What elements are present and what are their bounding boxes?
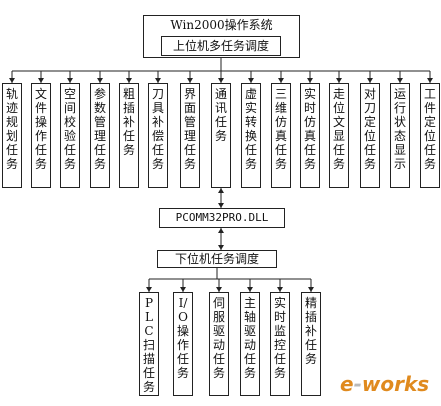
lower-bus-to-task-arrow — [216, 287, 222, 292]
bus-to-task-arrow — [38, 78, 44, 83]
bus-to-task-arrow — [155, 78, 161, 83]
upper-task-box: 运行状态显示 — [390, 83, 410, 188]
os-title: Win2000操作系统 — [170, 18, 273, 32]
bus-to-task-arrow — [218, 78, 224, 83]
lower-task-label: I/O操作 任务 — [176, 296, 189, 380]
bus-to-task-arrow — [248, 78, 254, 83]
upper-task-box: 刀具补偿任务 — [148, 83, 168, 188]
bus-to-task-arrow — [278, 78, 284, 83]
upper-task-box: 工件定位任务 — [420, 83, 440, 188]
lower-scheduler-label: 下位机任务调度 — [174, 252, 259, 266]
lower-task-box: I/O操作 任务 — [173, 292, 193, 396]
lower-task-box: 实时监控任务 — [270, 292, 290, 396]
dll-box — [159, 208, 285, 228]
upper-task-box: 参数管理任务 — [90, 83, 110, 188]
lower-task-box: PLC扫描 任务 — [139, 292, 159, 396]
bus-to-task-arrow — [126, 78, 132, 83]
upper-task-label: 运行状态显示 — [393, 87, 406, 171]
upper-task-label: 文件操作任务 — [34, 87, 47, 171]
lower-task-label: 伺服驱动任务 — [212, 296, 225, 380]
bus-to-task-arrow — [187, 78, 193, 83]
upper-task-label: 参数管理任务 — [93, 87, 106, 171]
bus-to-task-arrow — [367, 78, 373, 83]
lower-task-label: 实时监控任务 — [273, 296, 286, 380]
upper-task-box: 空间校验任务 — [60, 83, 80, 188]
lower-bus-to-task-arrow — [180, 287, 186, 292]
comm-to-dll-arrow — [218, 203, 224, 208]
upper-task-label: 刀具补偿任务 — [151, 87, 164, 171]
dll-to-comm-arrow — [218, 188, 224, 193]
upper-task-label: 实时仿真任务 — [303, 87, 316, 171]
lower-task-box: 精插补任务 — [301, 292, 321, 396]
lower-task-label: 主轴驱动任务 — [243, 296, 256, 380]
upper-task-label: 走位文显任务 — [332, 87, 345, 171]
upper-task-label: 三维仿真任务 — [274, 87, 287, 171]
lower-task-label: PLC扫描 任务 — [142, 296, 155, 394]
upper-scheduler-box — [161, 36, 281, 56]
upper-task-box: 文件操作任务 — [31, 83, 51, 188]
upper-task-label: 通讯 任务 — [214, 87, 227, 143]
lower-task-box: 伺服驱动任务 — [209, 292, 229, 396]
upper-task-box: 粗插补 任务 — [119, 83, 139, 188]
upper-task-label: 粗插补 任务 — [122, 87, 135, 157]
upper-task-box: 界面管理任务 — [180, 83, 200, 188]
lower-bus-to-task-arrow — [277, 287, 283, 292]
upper-task-label: 对刀定位任务 — [363, 87, 376, 171]
bus-to-task-arrow — [67, 78, 73, 83]
lower-task-label: 精插补任务 — [304, 296, 317, 366]
upper-task-box: 实时仿真任务 — [300, 83, 320, 188]
watermark-logo: e-works — [340, 372, 430, 396]
upper-task-box: 轨迹规划任务 — [2, 83, 22, 188]
bus-to-task-arrow — [397, 78, 403, 83]
upper-task-label: 虚实转换任务 — [244, 87, 257, 171]
lower-bus-to-task-arrow — [146, 287, 152, 292]
bus-to-task-arrow — [97, 78, 103, 83]
upper-task-box: 对刀定位任务 — [360, 83, 380, 188]
upper-task-label: 空间校验任务 — [63, 87, 76, 171]
lower-task-box: 主轴驱动任务 — [240, 292, 260, 396]
lower-bus-to-task-arrow — [247, 287, 253, 292]
upper-task-box: 通讯 任务 — [211, 83, 231, 188]
bus-to-task-arrow — [9, 78, 15, 83]
dll-label: PCOMM32PRO.DLL — [175, 211, 269, 224]
bus-to-task-arrow — [307, 78, 313, 83]
upper-task-box: 走位文显任务 — [329, 83, 349, 188]
upper-task-label: 界面管理任务 — [183, 87, 196, 171]
lower-bus-to-task-arrow — [308, 287, 314, 292]
upper-task-label: 轨迹规划任务 — [5, 87, 18, 171]
bus-to-task-arrow — [427, 78, 433, 83]
upper-scheduler-label: 上位机多任务调度 — [172, 39, 269, 53]
bus-to-task-arrow — [336, 78, 342, 83]
lower-to-dll-arrow — [218, 228, 224, 233]
upper-task-label: 工件定位任务 — [423, 87, 436, 171]
upper-task-box: 虚实转换任务 — [241, 83, 261, 188]
upper-task-box: 三维仿真任务 — [271, 83, 291, 188]
dll-to-lower-arrow — [218, 245, 224, 250]
lower-scheduler-box — [157, 250, 277, 268]
